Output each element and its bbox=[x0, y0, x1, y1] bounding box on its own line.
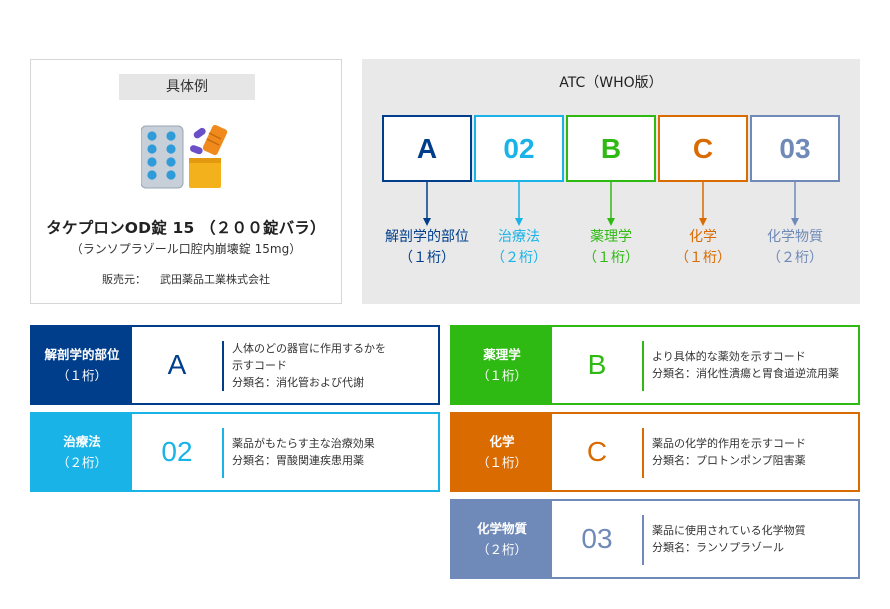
legend-title: 薬理学 bbox=[483, 347, 521, 362]
atc-code-box-pharmacological: B bbox=[566, 115, 656, 182]
atc-code-box-anatomical: A bbox=[382, 115, 472, 182]
legend-divider bbox=[222, 341, 224, 391]
example-panel: 具体例 タケプロンOD錠 15 （２００錠バラ） （ランソプラゾール口腔内崩壊錠… bbox=[30, 59, 342, 304]
legend-title: 化学 bbox=[489, 434, 515, 449]
legend-class-name: 分類名：胃酸関連疾患用薬 bbox=[232, 454, 364, 467]
legend-digits: （２桁） bbox=[476, 542, 527, 557]
legend-head: 化学物質 （２桁） bbox=[452, 501, 552, 577]
arrow-down-icon bbox=[423, 182, 431, 226]
legend-desc-line: 薬品の化学的作用を示すコード bbox=[652, 437, 806, 450]
atc-code-box-therapeutic: 02 bbox=[474, 115, 564, 182]
legend-class-name: 分類名：プロトンポンプ阻害薬 bbox=[652, 454, 806, 467]
atc-level-chemical: 化学 （１桁） bbox=[648, 227, 758, 269]
legend-code: B bbox=[587, 349, 607, 380]
example-label: 具体例 bbox=[119, 74, 255, 100]
atc-code-box-substance: 03 bbox=[750, 115, 840, 182]
arrow-down-icon bbox=[699, 182, 707, 226]
legend-digits: （２桁） bbox=[56, 455, 107, 470]
level-name: 化学物質 bbox=[767, 229, 823, 245]
legend-title: 化学物質 bbox=[476, 521, 527, 536]
arrow-down-icon bbox=[607, 182, 615, 226]
level-name: 薬理学 bbox=[590, 229, 632, 245]
legend-code: A bbox=[167, 349, 187, 380]
legend-desc-line: 薬品に使用されている化学物質 bbox=[652, 524, 806, 537]
arrow-down-icon bbox=[515, 182, 523, 226]
legend-digits: （１桁） bbox=[56, 368, 107, 383]
arrow-down-icon bbox=[791, 182, 799, 226]
legend-description: 人体のどの器官に作用するかを 示すコード 分類名：消化管および代謝 bbox=[232, 327, 430, 403]
level-name: 化学 bbox=[689, 229, 717, 245]
legend-code: 03 bbox=[581, 523, 613, 554]
legend-title: 解剖学的部位 bbox=[44, 347, 120, 362]
seller-name: 武田薬品工業株式会社 bbox=[160, 273, 270, 286]
legend-code: 02 bbox=[161, 436, 193, 467]
legend-description: 薬品に使用されている化学物質 分類名：ランソプラゾール bbox=[652, 501, 850, 577]
atc-level-substance: 化学物質 （２桁） bbox=[740, 227, 850, 269]
seller-label: 販売元： bbox=[102, 273, 146, 286]
legend-divider bbox=[642, 515, 644, 565]
atc-level-therapeutic: 治療法 （２桁） bbox=[464, 227, 574, 269]
legend-card-anatomical: 解剖学的部位 （１桁） A 人体のどの器官に作用するかを 示すコード 分類名：消… bbox=[30, 325, 440, 405]
product-name: タケプロンOD錠 15 （２００錠バラ） bbox=[46, 219, 326, 237]
legend-description: 薬品の化学的作用を示すコード 分類名：プロトンポンプ阻害薬 bbox=[652, 414, 850, 490]
level-digits: （２桁） bbox=[491, 250, 547, 266]
legend-desc-line: 人体のどの器官に作用するかを bbox=[232, 341, 386, 355]
legend-divider bbox=[642, 428, 644, 478]
legend-divider bbox=[642, 341, 644, 391]
level-name: 解剖学的部位 bbox=[385, 229, 469, 245]
legend-head: 化学 （１桁） bbox=[452, 414, 552, 490]
level-digits: （１桁） bbox=[675, 250, 731, 266]
level-name: 治療法 bbox=[498, 229, 540, 245]
atc-level-anatomical: 解剖学的部位 （１桁） bbox=[372, 227, 482, 269]
atc-level-pharmacological: 薬理学 （１桁） bbox=[556, 227, 666, 269]
legend-description: 薬品がもたらす主な治療効果 分類名：胃酸関連疾患用薬 bbox=[232, 414, 430, 490]
legend-class-name: 分類名：ランソプラゾール bbox=[652, 541, 784, 554]
legend-head: 治療法 （２桁） bbox=[32, 414, 132, 490]
legend-card-pharmacological: 薬理学 （１桁） B より具体的な薬効を示すコード 分類名：消化性潰瘍と胃食道逆… bbox=[450, 325, 860, 405]
legend-card-substance: 化学物質 （２桁） 03 薬品に使用されている化学物質 分類名：ランソプラゾール bbox=[450, 499, 860, 579]
legend-divider bbox=[222, 428, 224, 478]
atc-code-box-chemical: C bbox=[658, 115, 748, 182]
seller-row: 販売元： 武田薬品工業株式会社 bbox=[31, 271, 341, 287]
level-digits: （１桁） bbox=[399, 250, 455, 266]
legend-class-name: 分類名：消化性潰瘍と胃食道逆流用薬 bbox=[652, 367, 839, 380]
level-digits: （１桁） bbox=[583, 250, 639, 266]
legend-desc-line: より具体的な薬効を示すコード bbox=[652, 350, 806, 363]
legend-card-chemical: 化学 （１桁） C 薬品の化学的作用を示すコード 分類名：プロトンポンプ阻害薬 bbox=[450, 412, 860, 492]
generic-name: （ランソプラゾール口腔内崩壊錠 15mg） bbox=[70, 242, 302, 256]
legend-head: 薬理学 （１桁） bbox=[452, 327, 552, 403]
legend-code: C bbox=[586, 436, 608, 467]
legend-title: 治療法 bbox=[63, 434, 101, 449]
atc-panel: ATC（WHO版） A 02 B C 03 解剖学的部位 （１桁） 治療法 （２桁）… bbox=[362, 59, 860, 304]
legend-digits: （１桁） bbox=[476, 455, 527, 470]
legend-class-name: 分類名：消化管および代謝 bbox=[232, 375, 364, 389]
legend-head: 解剖学的部位 （１桁） bbox=[32, 327, 132, 403]
legend-desc-line: 薬品がもたらす主な治療効果 bbox=[232, 437, 375, 450]
atc-title: ATC（WHO版） bbox=[559, 75, 663, 91]
medicine-icon bbox=[141, 124, 228, 189]
legend-card-therapeutic: 治療法 （２桁） 02 薬品がもたらす主な治療効果 分類名：胃酸関連疾患用薬 bbox=[30, 412, 440, 492]
legend-desc-line: 示すコード bbox=[232, 358, 287, 372]
legend-digits: （１桁） bbox=[476, 368, 527, 383]
level-digits: （２桁） bbox=[767, 250, 823, 266]
legend-description: より具体的な薬効を示すコード 分類名：消化性潰瘍と胃食道逆流用薬 bbox=[652, 327, 850, 403]
